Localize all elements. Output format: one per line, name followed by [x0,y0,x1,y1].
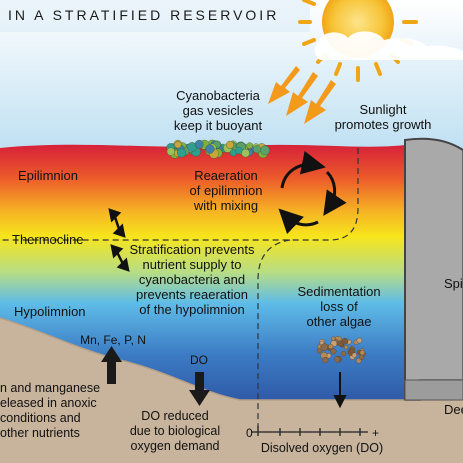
cyanobacteria-colony [174,141,182,149]
algae-particle [356,337,363,344]
do-reduced-label-line: oxygen demand [131,439,220,453]
title-band [0,0,310,32]
epilimnion-label: Epilimnion [18,168,78,183]
do-reduced-label-line: due to biological [130,424,220,438]
release-label-line: eleased in anoxic [0,396,97,410]
algae-particle [330,348,337,355]
reaeration-label-line: of epilimnion [190,183,263,198]
stratification-arrows-icon [108,208,130,272]
dam-base [404,379,463,401]
algae-particle [340,350,347,357]
sedimentation-arrow-icon [333,372,347,409]
algae-particle [320,343,329,351]
release-label-line: other nutrients [0,426,80,440]
reaeration-label-line: Reaeration [194,168,258,183]
dam-bottom-label: Dee [444,402,463,417]
algae-particle [359,350,365,356]
diagram-title: IN A STRATIFIED RESERVOIR [8,7,279,23]
cloud [314,31,463,60]
stratification-label-line: Stratification prevents [129,242,255,257]
nutrients-label: Mn, Fe, P, N [80,333,146,347]
sedimentation-label-line: Sedimentation [297,284,380,299]
sedimented-algae [316,336,366,364]
cyanobacteria-colony [260,145,270,156]
do-down-arrow-icon [189,372,210,406]
sedimentation-label-line: loss of [320,299,358,314]
algae-particle [349,347,356,354]
sedimentation-label-line: other algae [306,314,371,329]
hypolimnion-label: Hypolimnion [14,304,86,319]
do-axis-plus: + [372,426,379,440]
do-axis-label: Disolved oxygen (DO) [261,441,383,455]
sunlight-label-line: Sunlight [360,102,407,117]
algae-particle [331,336,336,341]
dam-outline [404,137,463,400]
do-label: DO [190,353,208,367]
reaeration-label-line: with mixing [193,198,258,213]
algae-particle [341,337,349,345]
do-reduced-label-line: DO reduced [141,409,208,423]
dam [404,138,463,401]
algae-particle [343,345,349,350]
cyanobacteria-colony [205,144,215,154]
sunlight-label-line: promotes growth [335,117,432,132]
thermocline-line [0,148,359,241]
algae-particle [358,354,365,361]
algae-particle [316,348,322,354]
cyanobacteria-scum [166,139,270,159]
cyanobacteria-label-line: keep it buoyant [174,118,263,133]
cyanobacteria-colony [166,147,175,156]
cyanobacteria-colony [177,148,187,158]
stratification-label-line: prevents reaeration [136,287,248,302]
cyanobacteria-colony [194,139,204,149]
cyanobacteria-colony [246,142,254,149]
sunlight-arrows [268,66,336,124]
do-axis-zero: 0 [246,426,253,440]
algae-particle [351,352,357,358]
release-label-line: n and manganese [0,381,100,395]
nutrients-up-arrow-icon [101,346,122,384]
do-profile-line [257,239,291,430]
cyanobacteria-colony [241,148,250,158]
algae-particle [322,356,329,364]
mixing-arrows-icon [278,150,347,234]
cyanobacteria-colony [252,145,262,154]
cyanobacteria-label-line: Cyanobacteria [176,88,261,103]
cyanobacteria-label-line: gas vesicles [183,103,254,118]
do-axis [252,426,368,436]
stratification-label-line: nutrient supply to [142,257,241,272]
stratification-label-line: cyanobacteria and [139,272,245,287]
stratification-label-line: of the hypolimnion [139,302,245,317]
dam-top-label: Spi [444,276,463,291]
algae-particle [334,356,341,363]
algae-particle [328,343,334,350]
release-label-line: conditions and [0,411,81,425]
sediment [0,318,463,463]
cyanobacteria-colony [225,140,234,149]
thermocline-label: Thermocline [12,232,84,247]
